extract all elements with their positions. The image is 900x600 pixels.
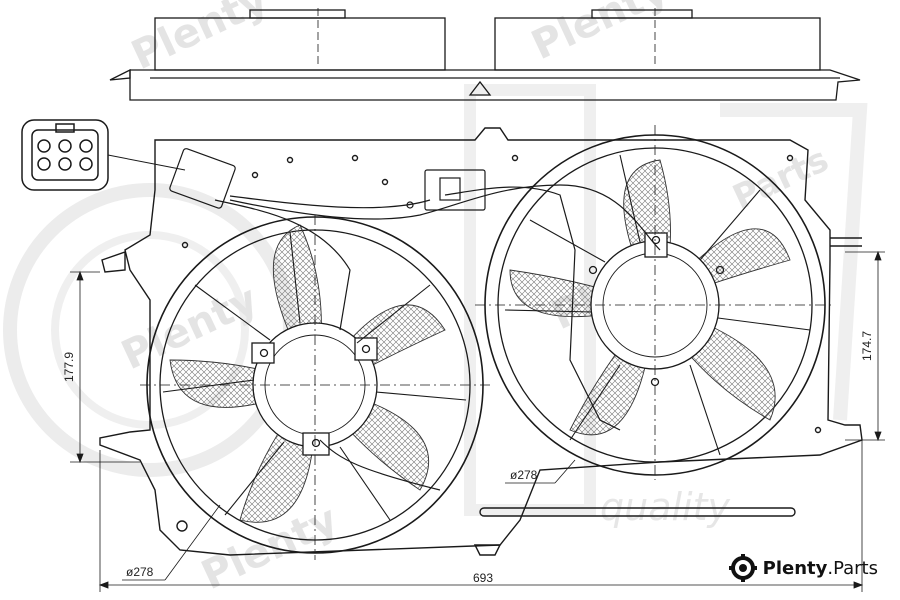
wiring-harness: [169, 148, 661, 491]
dimension-lines: [70, 250, 885, 592]
gear-logo-icon: [728, 554, 757, 582]
brand-name: Plenty: [762, 557, 828, 579]
dimension-left-fan-diameter: ø278: [126, 565, 154, 579]
watermark: Plenty Plenty Plenty Plenty Plenty Parts…: [3, 0, 868, 599]
watermark-quality: quality: [600, 485, 731, 529]
dimension-right-fan-diameter: ø278: [510, 468, 538, 482]
watermark-text-1: Plenty: [125, 0, 275, 79]
dimension-width: 693: [473, 571, 493, 585]
connector-detail: [21, 119, 186, 191]
dimension-labels: 693 177.9 174.7 ø278 ø278: [62, 331, 874, 585]
shroud-frame: [99, 127, 863, 556]
dimension-right-height: 174.7: [860, 331, 874, 361]
dimension-left-height: 177.9: [62, 352, 76, 382]
left-fan: [140, 215, 490, 560]
brand-suffix: .Parts: [827, 557, 878, 579]
brand-logo: Plenty.Parts: [728, 554, 878, 582]
top-bracket: [109, 8, 861, 101]
watermark-text-6: Parts: [727, 140, 835, 219]
